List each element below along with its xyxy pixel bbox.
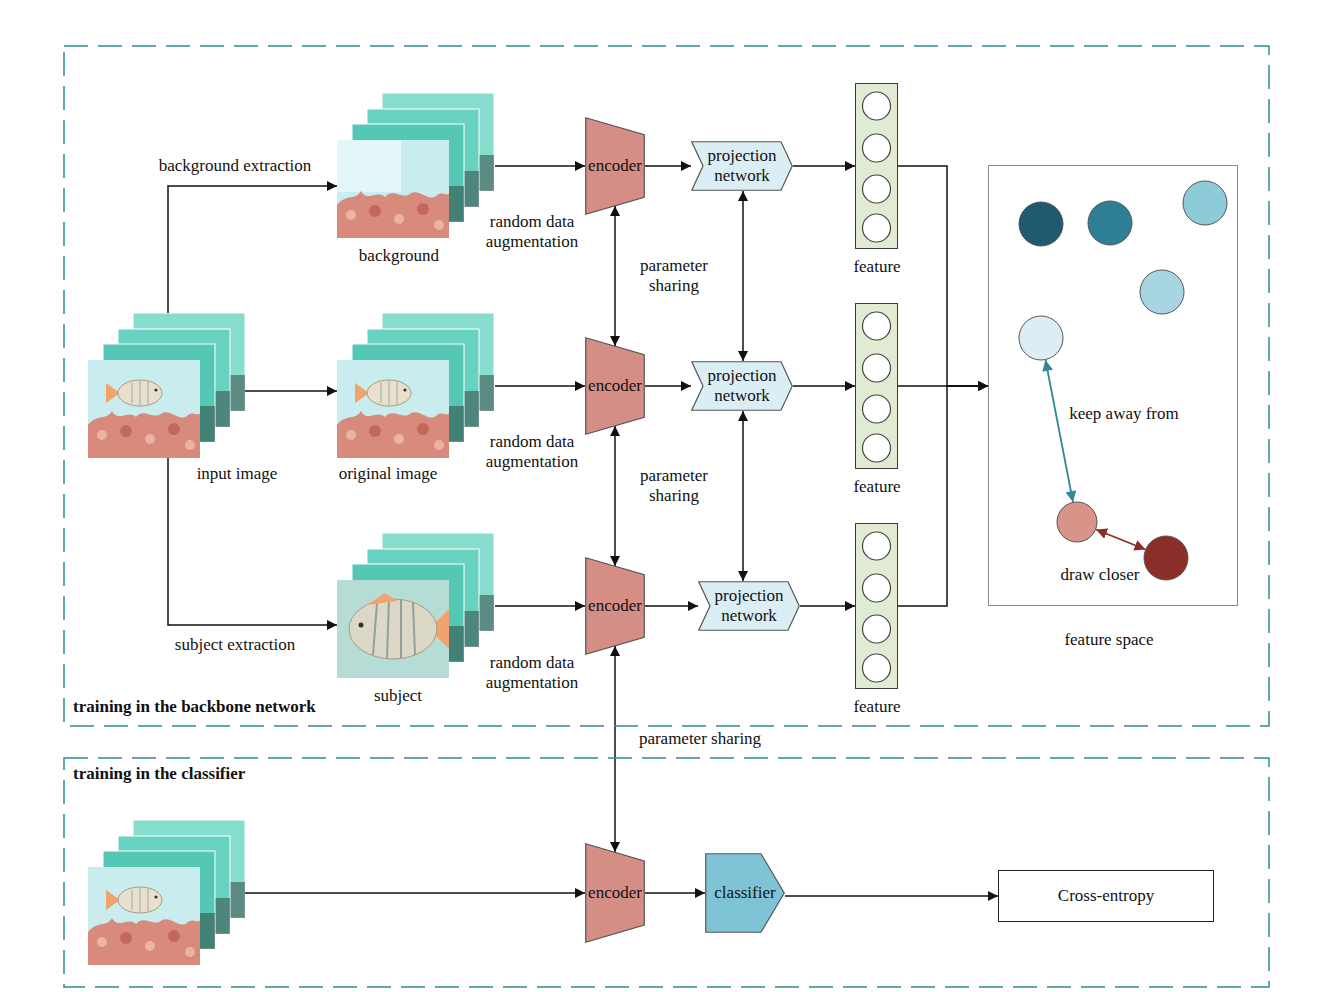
block-label: projection network (704, 146, 780, 185)
edge-label: parameter sharing (639, 729, 761, 749)
space-label: feature space (1064, 630, 1153, 650)
note-label: draw closer (1059, 565, 1142, 585)
image-label: subject (374, 686, 422, 706)
block-label: projection network (711, 586, 787, 625)
connector-arrow (168, 458, 337, 625)
connector-arrow (495, 385, 585, 387)
edge-label: subject extraction (175, 635, 295, 655)
attract-arrow (1096, 530, 1146, 550)
feature-vector: feature (855, 523, 898, 689)
connector-arrow (793, 165, 855, 167)
fish-image (88, 360, 200, 458)
dashed-border (64, 758, 1269, 987)
edge-label: random data augmentation (480, 432, 584, 471)
encoder-block: encoder (585, 557, 645, 655)
image-stack: background (337, 93, 495, 238)
note-label: parameter sharing (627, 256, 721, 295)
encoder-block-shape (586, 118, 645, 215)
connector-arrow (645, 385, 691, 387)
connector-arrow (495, 605, 585, 607)
projection-block: projection network (691, 361, 793, 411)
projection-block: projection network (691, 141, 793, 191)
connector-arrow (645, 892, 705, 894)
connector-arrow (614, 646, 616, 852)
classifier-input-stack (88, 820, 245, 965)
block-label: projection network (704, 366, 780, 405)
projection-block-shape (692, 362, 793, 411)
block-label: encoder (588, 376, 642, 396)
projection-block: projection network (698, 581, 800, 631)
connector-arrow (800, 605, 855, 607)
input-image-stack (88, 313, 245, 458)
classifier-block: classifier (705, 853, 785, 933)
edge-label: background extraction (159, 156, 311, 176)
block-label: encoder (588, 596, 642, 616)
connector-arrow (614, 426, 616, 566)
input-arrow (245, 892, 585, 894)
connector-arrow (168, 186, 337, 313)
feature-label: feature (853, 477, 900, 497)
note-label: parameter sharing (627, 466, 721, 505)
connector-arrow (785, 895, 998, 897)
image-stack: input image (88, 313, 245, 458)
image-label: input image (197, 464, 278, 484)
encoder-block: encoder (585, 117, 645, 215)
note-label: keep away from (1067, 404, 1181, 424)
classifier-block-shape (706, 854, 785, 933)
encoder-block-shape (586, 558, 645, 655)
connector-arrow (898, 166, 988, 386)
encoder-block: encoder (585, 337, 645, 435)
feature-points (1019, 181, 1227, 580)
encoder-block-shape (586, 844, 645, 943)
image-stack: subject (337, 533, 495, 678)
block-label: encoder (588, 156, 642, 176)
connector-arrow (614, 206, 616, 346)
block-label: classifier (714, 883, 775, 903)
original-image-stack (337, 313, 494, 458)
connector-arrow (898, 386, 988, 606)
connector-arrow (742, 191, 744, 361)
encoder-block-shape (586, 338, 645, 435)
edge-label: random data augmentation (480, 212, 584, 251)
image-label: background (359, 246, 439, 266)
block-label: encoder (588, 883, 642, 903)
block-label: Cross-entropy (1058, 886, 1154, 906)
fish-image (88, 867, 200, 965)
connector-arrow (645, 605, 698, 607)
training-region: encoder classifier Cross-entropy training i… (63, 757, 1270, 988)
subject-image (337, 580, 449, 678)
region-title: training in the backbone network (73, 697, 316, 717)
image-label: original image (339, 464, 438, 484)
feature-space: feature space (988, 165, 1238, 606)
image-stack: original image (337, 313, 495, 458)
training-region-outline (63, 45, 1270, 727)
fish-image (337, 360, 449, 458)
feature-label: feature (853, 697, 900, 717)
edge-label: random data augmentation (480, 653, 584, 692)
dashed-border (64, 46, 1269, 726)
feature-cells (863, 92, 891, 682)
connector-arrow (645, 165, 691, 167)
projection-block-shape (692, 142, 793, 191)
feature-label: feature (853, 257, 900, 277)
encoder-block: encoder (585, 843, 645, 943)
feature-vector-fill (855, 83, 898, 689)
background-image (337, 140, 449, 238)
training-region: input image background original image subje… (63, 45, 1270, 727)
repel-arrow (1046, 360, 1074, 502)
subject-image-stack (337, 533, 494, 678)
loss-box: Cross-entropy (998, 870, 1214, 922)
connector-arrow (793, 385, 855, 387)
background-image-stack (337, 93, 494, 238)
connector-arrow (742, 411, 744, 581)
connector-arrow (245, 390, 337, 392)
connector-arrow (495, 165, 585, 167)
feature-vector: feature (855, 83, 898, 249)
region-title: training in the classifier (73, 764, 245, 784)
projection-block-shape (699, 582, 800, 631)
feature-vector: feature (855, 303, 898, 469)
